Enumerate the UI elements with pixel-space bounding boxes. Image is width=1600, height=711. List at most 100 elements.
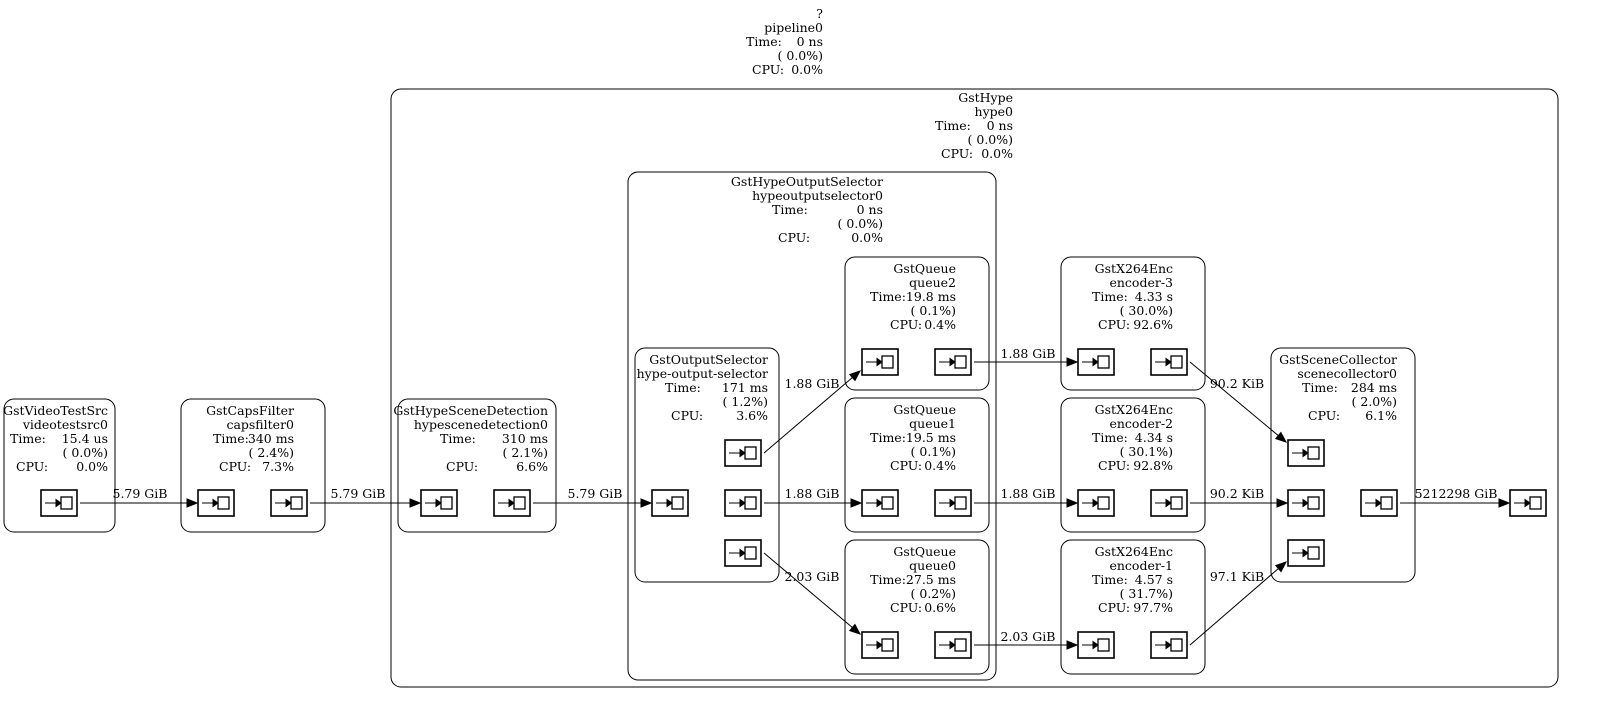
pad-square-icon bbox=[217, 496, 230, 510]
pad[interactable] bbox=[40, 489, 78, 517]
pad-arrowhead-icon bbox=[666, 498, 673, 508]
pad-square-icon bbox=[513, 496, 526, 510]
element-encoder-1-time-value: 4.57 s bbox=[1135, 572, 1173, 587]
element-encoder-2-name-label: encoder-2 bbox=[1109, 416, 1173, 431]
edge-arrowhead-icon bbox=[186, 498, 199, 508]
edge-label: 1.88 GiB bbox=[1001, 486, 1056, 501]
pad-square-icon bbox=[1529, 496, 1542, 510]
pad[interactable] bbox=[934, 631, 972, 659]
pad[interactable] bbox=[861, 489, 899, 517]
pad-arrowhead-icon bbox=[1092, 498, 1099, 508]
element-hypescenedetection0-time-label: Time: bbox=[440, 431, 476, 446]
element-encoder-2-time-label: Time: bbox=[1092, 430, 1128, 445]
pad-arrowhead-icon bbox=[1375, 498, 1382, 508]
element-capsfilter0-type-label: GstCapsFilter bbox=[206, 403, 294, 418]
pad-arrowhead-icon bbox=[949, 640, 956, 650]
pad[interactable] bbox=[1360, 489, 1398, 517]
element-hypescenedetection0-type-label: GstHypeSceneDetection bbox=[393, 403, 548, 418]
edge: 5.79 GiB bbox=[533, 486, 653, 508]
pad-square-icon bbox=[881, 496, 894, 510]
element-encoder-3 bbox=[1060, 256, 1206, 391]
pad[interactable] bbox=[934, 489, 972, 517]
edge-arrowhead-icon bbox=[850, 498, 863, 508]
element-queue0 bbox=[844, 539, 990, 675]
pad[interactable] bbox=[1077, 489, 1115, 517]
element-scenecollector0-cpu-value: 6.1% bbox=[1365, 408, 1397, 423]
element-queue2-cpu-label: CPU: bbox=[890, 317, 922, 332]
pad-square-icon bbox=[1097, 638, 1110, 652]
bin-hypeoutputselector-name-label: hypeoutputselector0 bbox=[752, 188, 883, 203]
element-videotestsrc0-name-label: videotestsrc0 bbox=[22, 417, 108, 432]
pad[interactable] bbox=[270, 489, 308, 517]
element-scenecollector0-percent-value: ( 2.0%) bbox=[1352, 394, 1397, 409]
element-encoder-3-percent-value: ( 30.0%) bbox=[1120, 303, 1173, 318]
pad[interactable] bbox=[724, 489, 762, 517]
pad[interactable] bbox=[1150, 489, 1188, 517]
edge-arrowhead-icon bbox=[1066, 498, 1079, 508]
pad[interactable] bbox=[724, 439, 762, 467]
bin-hypeoutputselector-cpu-value: 0.0% bbox=[851, 230, 883, 245]
element-scenecollector0-time-value: 284 ms bbox=[1351, 380, 1397, 395]
element-hype-output-selector-type-label: GstOutputSelector bbox=[649, 352, 768, 367]
bin-hypeoutputselector bbox=[627, 171, 997, 681]
element-hype-output-selector-cpu-value: 3.6% bbox=[736, 408, 768, 423]
pad-arrowhead-icon bbox=[739, 498, 746, 508]
edge-arrowhead-icon bbox=[1276, 498, 1289, 508]
element-encoder-1-cpu-label: CPU: bbox=[1098, 600, 1130, 615]
pad-arrowhead-icon bbox=[949, 498, 956, 508]
pad[interactable] bbox=[493, 489, 531, 517]
edge-line bbox=[1189, 361, 1279, 436]
pad-arrowhead-icon bbox=[1092, 357, 1099, 367]
edge-label: 2.03 GiB bbox=[1001, 629, 1056, 644]
element-queue2-time: Time:19.8 ms bbox=[870, 289, 956, 304]
element-hypescenedetection0-cpu-label: CPU: bbox=[446, 459, 478, 474]
pipeline-time-label: Time: bbox=[746, 34, 782, 49]
element-encoder-2-type-label: GstX264Enc bbox=[1095, 402, 1173, 417]
element-encoder-3-type-label: GstX264Enc bbox=[1095, 261, 1173, 276]
pad[interactable] bbox=[651, 489, 689, 517]
pad-square-icon bbox=[744, 546, 757, 560]
bin-hype-percent-value: ( 0.0%) bbox=[968, 132, 1013, 147]
pad[interactable] bbox=[1287, 439, 1325, 467]
pad[interactable] bbox=[724, 539, 762, 567]
pad-square-icon bbox=[1307, 546, 1320, 560]
edge-line bbox=[763, 552, 853, 628]
edge-label: 97.1 KiB bbox=[1210, 569, 1264, 584]
pad[interactable] bbox=[861, 348, 899, 376]
pad-arrowhead-icon bbox=[435, 498, 442, 508]
pipeline-percent-value: ( 0.0%) bbox=[778, 48, 823, 63]
pad[interactable] bbox=[1077, 348, 1115, 376]
edge: 2.03 GiB bbox=[974, 629, 1079, 650]
pad[interactable] bbox=[1287, 539, 1325, 567]
pad[interactable] bbox=[1150, 348, 1188, 376]
pad[interactable] bbox=[1287, 489, 1325, 517]
pad[interactable] bbox=[1150, 631, 1188, 659]
pad-arrowhead-icon bbox=[1302, 548, 1309, 558]
pad-square-icon bbox=[744, 446, 757, 460]
element-queue2 bbox=[844, 256, 990, 391]
time-value: 27.5 ms bbox=[906, 572, 956, 587]
element-hype-output-selector bbox=[634, 347, 780, 583]
element-encoder-1-type-label: GstX264Enc bbox=[1095, 544, 1173, 559]
element-queue0-type-label: GstQueue bbox=[893, 544, 956, 559]
pad[interactable] bbox=[1077, 631, 1115, 659]
bin-hype-cpu-value: 0.0% bbox=[981, 146, 1013, 161]
pad[interactable] bbox=[934, 348, 972, 376]
pad[interactable] bbox=[197, 489, 235, 517]
element-capsfilter0-time-value: 340 ms bbox=[248, 431, 294, 446]
edge-label: 1.88 GiB bbox=[785, 486, 840, 501]
pad-square-icon bbox=[440, 496, 453, 510]
pipeline-name-label: pipeline0 bbox=[764, 20, 823, 35]
element-scenecollector0-name-label: scenecollector0 bbox=[1297, 366, 1397, 381]
element-videotestsrc0-percent-value: ( 0.0%) bbox=[63, 445, 108, 460]
edge-arrowhead-icon bbox=[640, 498, 653, 508]
pad-arrowhead-icon bbox=[1302, 498, 1309, 508]
pad[interactable] bbox=[1509, 489, 1547, 517]
element-hypescenedetection0-percent-value: ( 2.1%) bbox=[503, 445, 548, 460]
pad[interactable] bbox=[861, 631, 899, 659]
element-encoder-2-cpu-label: CPU: bbox=[1098, 458, 1130, 473]
edge-arrowhead-icon bbox=[409, 498, 422, 508]
pad[interactable] bbox=[420, 489, 458, 517]
element-videotestsrc0-cpu-label: CPU: bbox=[16, 459, 48, 474]
